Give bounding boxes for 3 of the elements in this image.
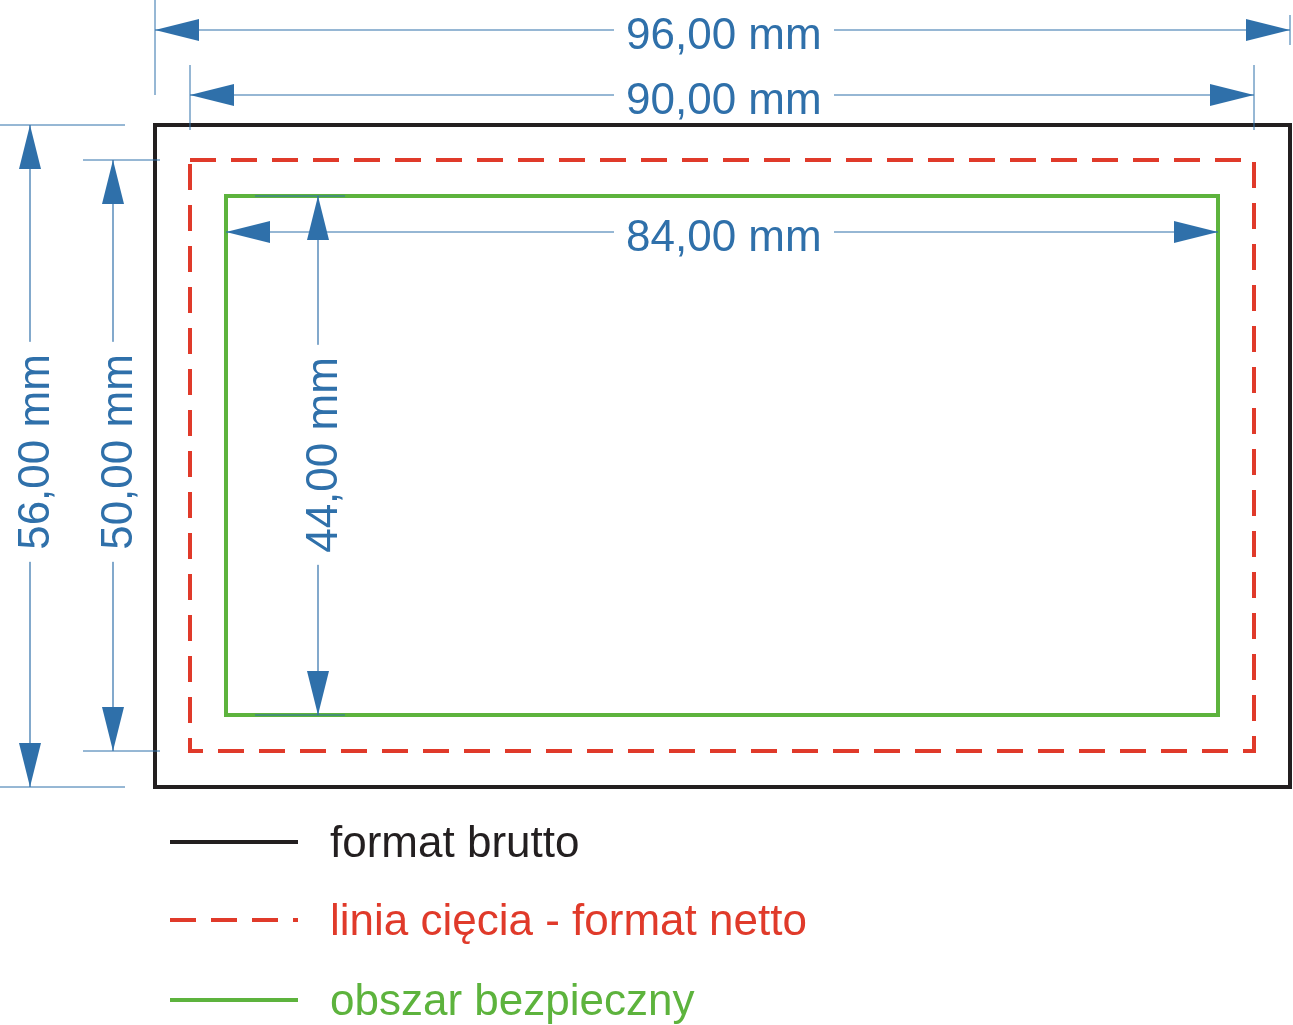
legend-label: obszar bezpieczny (330, 978, 695, 1022)
legend-label: linia cięcia - format netto (330, 898, 807, 942)
legend-label: format brutto (330, 820, 580, 864)
